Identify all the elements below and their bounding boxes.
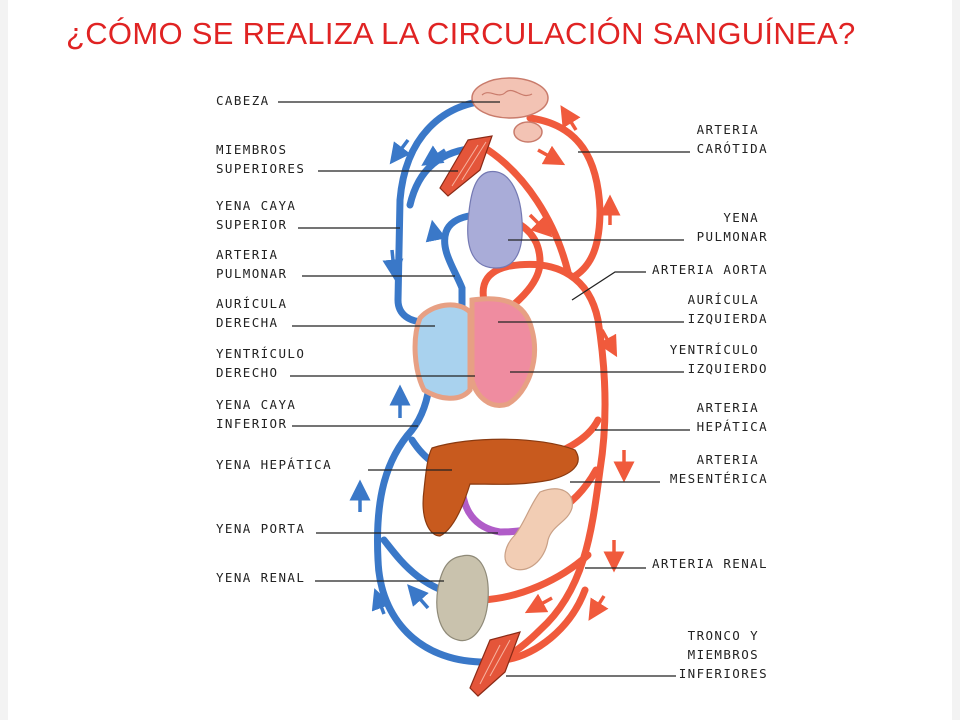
page-title: ¿CÓMO SE REALIZA LA CIRCULACIÓN SANGUÍNE… — [66, 16, 856, 51]
label-arteria-hepatica: ARTERIA HEPÁTICA — [697, 400, 768, 434]
label-ventriculo-izquierdo: YENTRÍCULO IZQUIERDO — [670, 342, 768, 376]
kidney-organ — [436, 554, 489, 642]
artery-legs — [501, 586, 589, 664]
label-vena-pulmonar: YENA PULMONAR — [697, 210, 768, 244]
arrow-artery-3 — [528, 213, 553, 238]
label-arteria-aorta: ARTERIA AORTA — [652, 262, 768, 277]
label-miembros-superiores: MIEMBROS SUPERIORES — [216, 142, 305, 176]
label-auricula-izquierda: AURÍCULA IZQUIERDA — [688, 292, 768, 326]
brain-organ — [471, 77, 549, 143]
labels-left: CABEZA MIEMBROS SUPERIORES YENA CAYA SUP… — [216, 93, 332, 585]
lung-organ — [467, 171, 523, 269]
label-vena-porta: YENA PORTA — [216, 521, 305, 536]
label-arteria-carotida: ARTERIA CARÓTIDA — [697, 122, 768, 156]
flow-arrows — [349, 105, 635, 621]
arrow-artery-1 — [560, 105, 581, 131]
label-auricula-derecha: AURÍCULA DERECHA — [216, 296, 296, 330]
label-arteria-pulmonar: ARTERIA PULMONAR — [216, 247, 287, 281]
arrow-vein-4 — [382, 249, 404, 281]
lower-limb-muscle — [469, 631, 521, 697]
label-vena-cava-superior: YENA CAYA SUPERIOR — [216, 198, 305, 232]
label-vena-hepatica: YENA HEPÁTICA — [216, 457, 332, 472]
arrow-vein-2 — [421, 145, 446, 166]
label-vena-renal: YENA RENAL — [216, 570, 305, 585]
aorta — [479, 260, 609, 664]
arrow-vein-7 — [371, 588, 392, 615]
label-ventriculo-derecho: YENTRÍCULO DERECHO — [216, 346, 314, 380]
renal-artery — [478, 551, 592, 604]
left-page-edge — [0, 0, 8, 720]
label-arteria-renal: ARTERIA RENAL — [652, 556, 768, 571]
arrow-vein-1 — [389, 138, 411, 165]
leader-lines — [278, 101, 690, 677]
liver-organ — [422, 438, 579, 537]
arrow-artery-5 — [597, 329, 618, 358]
heart-organ — [412, 296, 537, 408]
vein-head-loop — [394, 96, 504, 326]
artery-arms — [484, 146, 572, 276]
arrow-artery-8 — [524, 593, 553, 614]
label-arteria-mesenterica: ARTERIA MESENTÉRICA — [670, 452, 768, 486]
arrow-artery-2 — [537, 145, 566, 166]
label-tronco-miembros-inferiores: TRONCO Y MIEMBROS INFERIORES — [679, 628, 768, 681]
label-vena-cava-inferior: YENA CAYA INFERIOR — [216, 397, 305, 431]
leader-arteria-aorta — [571, 271, 646, 301]
label-cabeza: CABEZA — [216, 93, 270, 108]
intestine-organ — [504, 488, 573, 571]
labels-right: ARTERIA CARÓTIDA YENA PULMONAR ARTERIA A… — [652, 122, 768, 681]
right-page-edge — [952, 0, 960, 720]
upper-limb-muscle — [439, 135, 493, 197]
arrow-vein-3 — [425, 219, 447, 243]
arrow-artery-9 — [588, 595, 609, 621]
arrow-vein-8 — [407, 584, 430, 610]
